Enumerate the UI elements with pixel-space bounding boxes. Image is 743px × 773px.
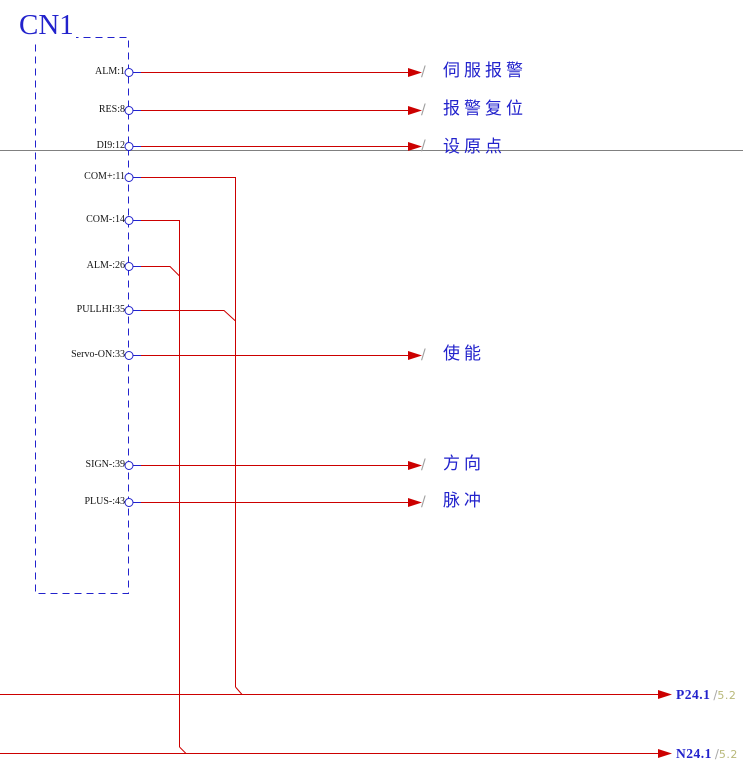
pin-label-com-minus: COM-:14 (86, 214, 125, 225)
rail-p24-label: P24.1 (676, 687, 711, 702)
rail-p24-ref: 5.2 (717, 689, 737, 702)
pin-stubs (133, 72, 141, 503)
rail-n24-ref-slash: / (714, 747, 719, 761)
wire-com-plus-drop (141, 177, 236, 687)
arrow-plus (408, 498, 422, 507)
pin-label-plus: PLUS-:43 (84, 496, 125, 507)
pin-circle-sign (124, 461, 134, 470)
rail-n24: N24.1 / 5.2 (676, 746, 738, 761)
connector-title: CN1 (19, 9, 76, 41)
wire-pullhi-branch (141, 310, 236, 322)
arrow-res (408, 106, 422, 115)
branch-slash: / (421, 347, 426, 363)
jog-com-plus-to-p24 (235, 686, 243, 695)
arrowheads (408, 68, 672, 758)
pin-label-res: RES:8 (98, 104, 125, 115)
pin-circle-plus (124, 498, 134, 507)
jog-com-minus-to-n24 (179, 746, 187, 754)
arrow-di9 (408, 142, 422, 151)
pin-label-di9: DI9:12 (96, 140, 125, 151)
branch-slash: / (421, 138, 426, 154)
branch-slash: / (421, 457, 426, 473)
pin-circle-com-plus (124, 173, 134, 182)
rail-n24-label: N24.1 (676, 746, 712, 761)
pin-label-com-plus: COM+:11 (84, 171, 125, 182)
pin-circle-alm (124, 68, 134, 77)
rail-n24-ref: 5.2 (718, 748, 738, 761)
arrow-alm (408, 68, 422, 77)
signal-label-servo-alarm: 伺服报警 (443, 61, 527, 81)
pin-label-alm-minus: ALM-:26 (86, 260, 125, 271)
pin-circle-pullhi (124, 306, 134, 315)
wires (0, 72, 658, 754)
arrow-p24 (658, 690, 672, 699)
connector-outline (35, 37, 129, 594)
pin-circles (124, 68, 134, 507)
signal-label-pulse: 脉冲 (443, 491, 485, 511)
pin-label-pullhi: PULLHI:35 (76, 304, 125, 315)
pin-circle-servo-on (124, 351, 134, 360)
pin-circle-di9 (124, 142, 134, 151)
arrow-servo-on (408, 351, 422, 360)
branch-slash: / (421, 64, 426, 80)
rail-p24-ref-slash: / (713, 688, 718, 702)
pin-label-sign: SIGN-:39 (85, 459, 125, 470)
pin-circle-res (124, 106, 134, 115)
arrow-n24 (658, 749, 672, 758)
wire-alm-minus-branch (141, 266, 180, 277)
branch-slash: / (421, 494, 426, 510)
signal-label-set-origin: 设原点 (443, 137, 506, 157)
wire-com-minus-drop (141, 220, 180, 747)
signal-label-direction: 方向 (443, 454, 485, 474)
arrow-sign (408, 461, 422, 470)
rail-p24: P24.1 / 5.2 (676, 687, 736, 702)
pin-circle-alm-minus (124, 262, 134, 271)
pin-label-servo-on: Servo-ON:33 (71, 349, 125, 360)
signal-label-alarm-reset: 报警复位 (443, 99, 527, 119)
signal-label-enable: 使能 (443, 344, 485, 364)
pin-circle-com-minus (124, 216, 134, 225)
pin-label-alm: ALM:1 (95, 66, 125, 77)
branch-slash: / (421, 102, 426, 118)
